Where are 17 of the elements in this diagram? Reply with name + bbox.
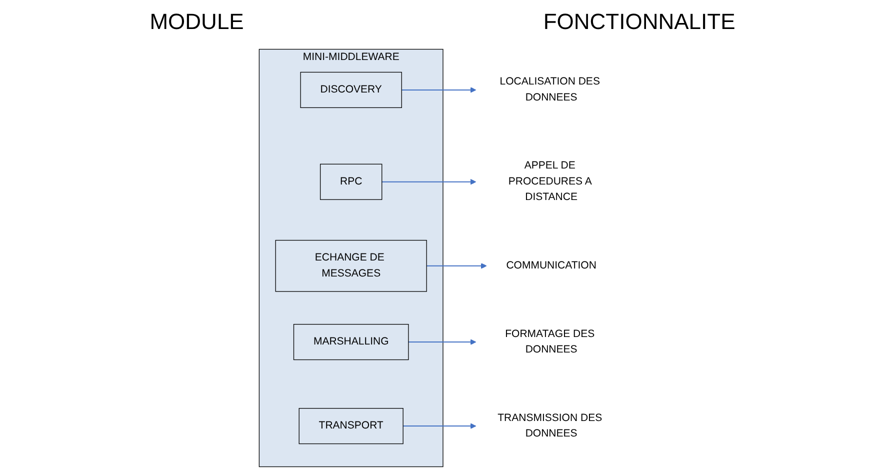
node-box: DISCOVERY — [300, 72, 402, 108]
node-box: TRANSPORT — [298, 408, 403, 444]
node-box: MARSHALLING — [292, 324, 408, 360]
node-text: TRANSMISSION DES DONNEES — [497, 412, 602, 440]
arrow — [426, 263, 486, 269]
node-text: FORMATAGE DES DONNEES — [504, 328, 594, 356]
node-text: APPEL DE PROCEDURES A DISTANCE — [508, 160, 591, 203]
node-box: RPC — [319, 164, 382, 200]
arrow — [407, 339, 476, 345]
node-box: ECHANGE DE MESSAGES — [274, 240, 426, 292]
column-heading: FONCTIONNALITE — [543, 9, 736, 35]
column-heading: MODULE — [150, 9, 244, 35]
arrow — [402, 423, 476, 429]
arrow — [400, 87, 476, 93]
node-text: COMMUNICATION — [506, 260, 596, 272]
node-text: LOCALISATION DES DONNEES — [499, 76, 600, 104]
arrow — [380, 178, 476, 185]
